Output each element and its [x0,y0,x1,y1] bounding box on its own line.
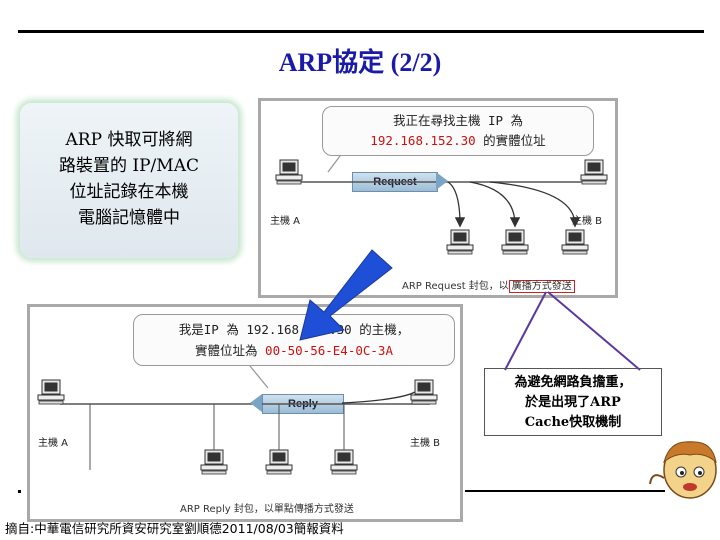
info-line: ARP 快取可將網 [65,130,193,150]
note-line: 於是出現了ARP [525,395,621,410]
reply-speech-bubble: 我是IP 為 192.168.152.30 的主機， 實體位址為 00-50-5… [133,314,455,366]
reply-host-b-label: 主機 B [410,438,441,449]
request-bubble-suffix: 的實體位址 [475,133,546,148]
mac-address: 00-50-56-E4-0C-3A [265,343,393,358]
request-host-b-label: 主機 B [572,216,603,227]
top-rule [18,30,704,33]
request-packet: Request [352,172,438,192]
bottom-rule [465,490,665,492]
request-caption: ARP Request 封包，以廣播方式發送 [402,277,575,293]
reply-caption: ARP Reply 封包，以單點傳播方式發送 [180,504,354,515]
request-host-a-label: 主機 A [270,216,301,227]
info-line: 電腦記憶體中 [78,208,180,228]
note-callout-lines [504,291,641,371]
reply-bubble-line: 我是IP 為 192.168.152.30 的主機， [178,322,410,337]
request-caption-text: ARP Request 封包，以 [402,281,509,292]
info-line: 位址記錄在本機 [69,182,189,202]
request-bubble-line2: 192.168.152.30 的實體位址 [323,131,593,151]
bottom-rule-dot [18,490,21,493]
note-line: 為避免網路負擔重， [514,375,632,390]
request-speech-bubble: 我正在尋找主機 IP 為 192.168.152.30 的實體位址 [322,106,594,156]
broadcast-highlight: 廣播方式發送 [508,280,575,293]
request-bubble-line: 我正在尋找主機 IP 為 [392,113,524,128]
note-line: Cache快取機制 [524,415,622,430]
arp-cache-note: 為避免網路負擔重， 於是出現了ARP Cache快取機制 [484,368,662,436]
reply-bubble-line2: 實體位址為 00-50-56-E4-0C-3A [134,340,454,361]
target-ip: 192.168.152.30 [370,133,476,148]
source-footer: 摘自:中華電信研究所資安研究室劉順德2011/08/03簡報資料 [5,521,344,536]
info-box: ARP 快取可將網 路裝置的 IP/MAC 位址記錄在本機 電腦記憶體中 [20,103,238,258]
reply-packet: Reply [262,394,344,414]
reply-bubble-prefix: 實體位址為 [195,343,266,358]
info-line: 路裝置的 IP/MAC [59,156,199,176]
slide-title: ARP協定 (2/2) [278,48,442,77]
reply-host-a-label: 主機 A [38,438,69,449]
